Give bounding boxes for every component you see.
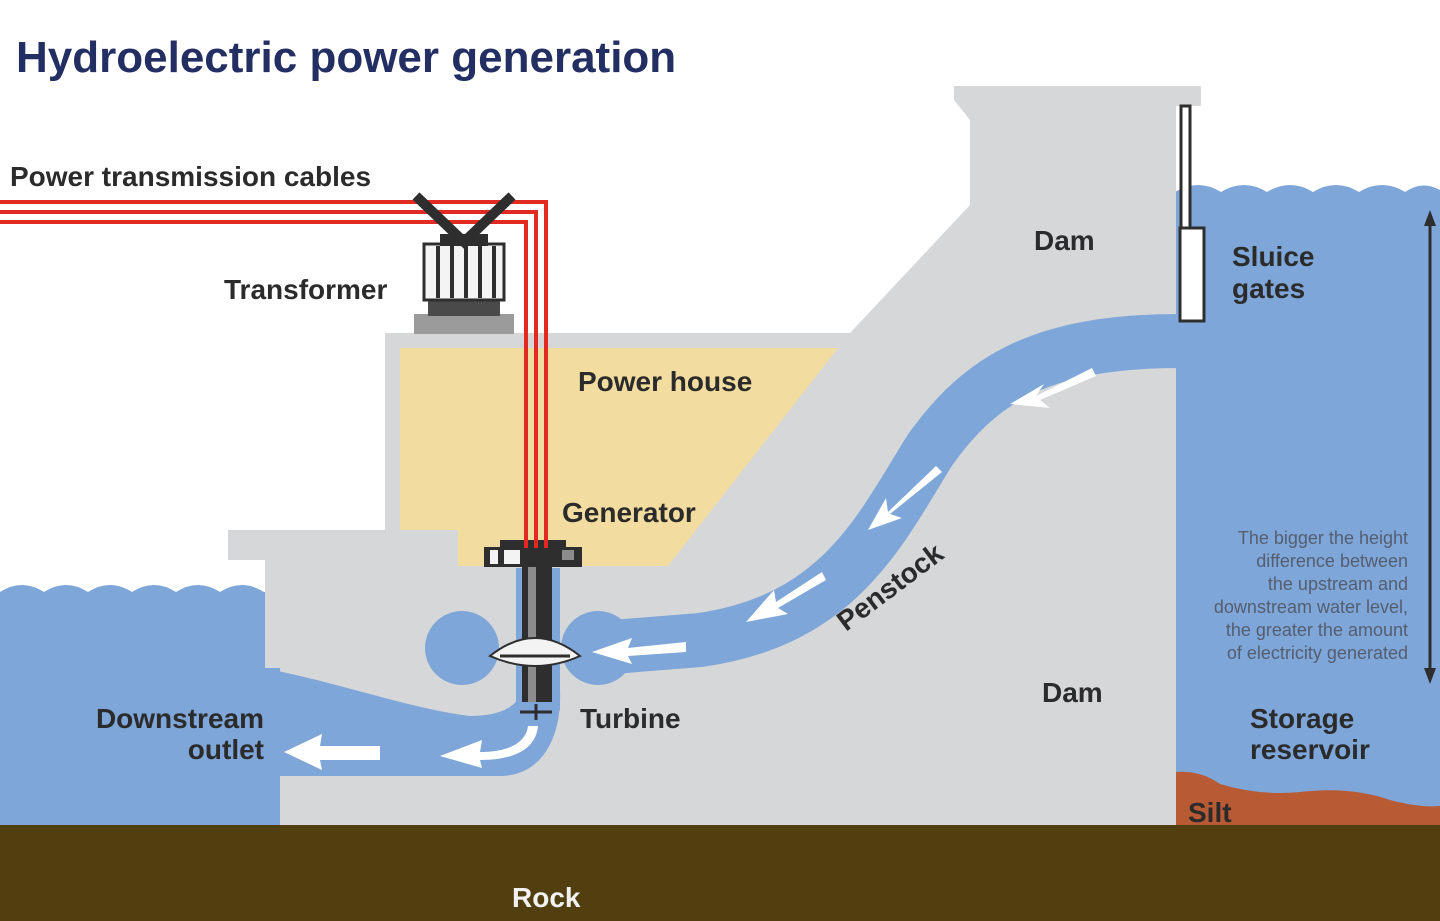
flow-arrow (440, 726, 538, 768)
label-sluice-gates-line2: gates (1232, 273, 1305, 304)
label-sluice-gates-line1: Sluice (1232, 241, 1314, 272)
storage-reservoir-water (1175, 185, 1440, 825)
turbine (425, 566, 635, 720)
label-storage-reservoir-line1: Storage (1250, 703, 1354, 734)
height-note-line: the upstream and (1268, 574, 1408, 594)
height-difference-arrow (1424, 210, 1436, 684)
height-note: The bigger the height difference between… (1214, 528, 1408, 663)
label-power-house: Power house (578, 366, 752, 397)
flow-arrow (284, 734, 380, 770)
diagram-title: Hydroelectric power generation (16, 33, 676, 82)
transformer (412, 192, 516, 334)
height-note-line: of electricity generated (1227, 643, 1408, 663)
power-house-room (400, 348, 838, 566)
label-rock: Rock (512, 882, 581, 913)
label-storage-reservoir-line2: reservoir (1250, 734, 1370, 765)
generator (484, 540, 582, 567)
penstock-pipe (597, 314, 1181, 675)
height-note-line: difference between (1256, 551, 1408, 571)
transmission-cables (0, 200, 548, 548)
downstream-water (0, 585, 280, 825)
height-note-line: The bigger the height (1238, 528, 1408, 548)
label-silt: Silt (1188, 797, 1232, 828)
label-transmission-cables: Power transmission cables (10, 161, 371, 192)
label-dam-top: Dam (1034, 225, 1095, 256)
label-transformer: Transformer (224, 274, 387, 305)
silt-layer (1176, 771, 1440, 827)
height-note-line: the greater the amount (1226, 620, 1408, 640)
label-turbine: Turbine (580, 703, 681, 734)
rock-layer (0, 825, 1440, 921)
sluice-gate (1178, 104, 1206, 323)
flow-arrow (746, 572, 826, 622)
label-downstream-outlet-line2: outlet (188, 734, 264, 765)
flow-arrows (284, 368, 1096, 770)
label-dam-bottom: Dam (1042, 677, 1103, 708)
flow-arrow (1010, 368, 1096, 408)
flow-arrow (592, 638, 686, 664)
label-generator: Generator (562, 497, 696, 528)
height-note-line: downstream water level, (1214, 597, 1408, 617)
label-downstream-outlet-line1: Downstream (96, 703, 264, 734)
flow-arrow (868, 466, 942, 530)
